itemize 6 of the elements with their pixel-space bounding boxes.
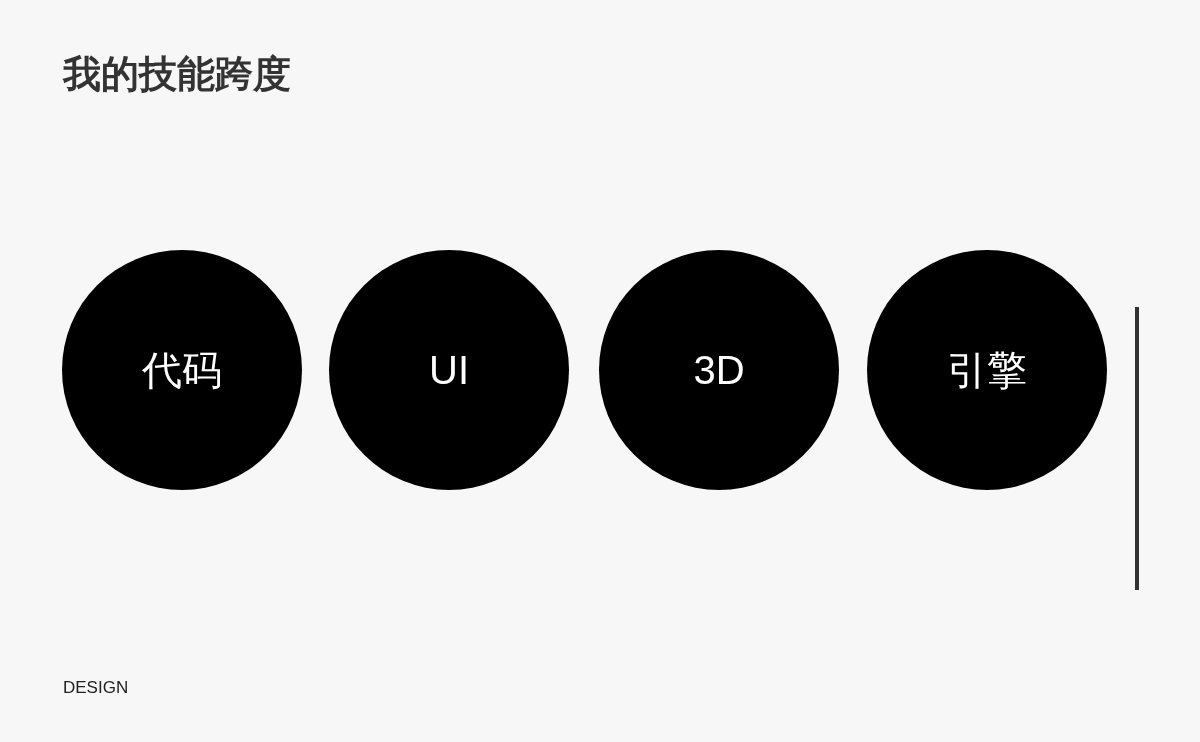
skill-label: 引擎 [947,347,1027,394]
skill-label: 3D [693,347,745,394]
title: 我的技能跨度 [63,52,291,97]
skill-label: 代码 [142,347,222,394]
skill-label: UI [429,347,469,394]
footer-text: DESIGN [63,678,129,698]
